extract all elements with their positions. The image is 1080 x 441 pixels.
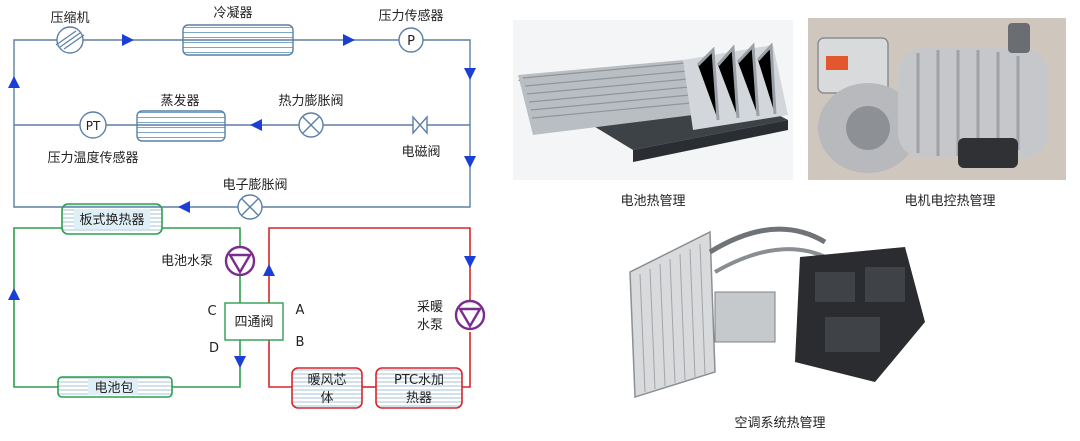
heating-pump-label-1: 采暖 xyxy=(417,300,443,315)
condenser-label: 冷凝器 xyxy=(213,5,252,21)
battery-pack-label: 电池包 xyxy=(94,381,133,396)
solenoid-valve-label: 电磁阀 xyxy=(401,145,440,160)
battery-thermal-photo xyxy=(513,20,793,180)
arrow-up-icon xyxy=(8,288,20,300)
port-d-label: D xyxy=(209,341,219,356)
solenoid-valve-icon xyxy=(412,115,428,135)
arrow-down-icon xyxy=(464,68,476,80)
heating-pump-icon xyxy=(454,299,486,331)
battery-plate-illustration xyxy=(518,42,788,162)
evaporator-label: 蒸发器 xyxy=(160,93,199,109)
ptc-heater-label-1: PTC水加 xyxy=(394,373,444,388)
four-way-valve-box xyxy=(224,302,284,341)
evaporator-box xyxy=(136,110,226,142)
battery-thermal-caption: 电池热管理 xyxy=(620,194,686,209)
port-c-label: C xyxy=(207,304,216,319)
arrow-left-icon xyxy=(178,201,190,213)
ptc-heater-box xyxy=(375,367,463,409)
heater-core-box xyxy=(291,367,363,409)
electronic-expansion-valve-icon xyxy=(237,194,263,220)
compressor-icon xyxy=(55,26,85,54)
ac-system-illustration xyxy=(629,226,925,399)
arrow-up-icon xyxy=(8,76,20,88)
pt-sensor-label: 压力温度传感器 xyxy=(47,150,138,166)
thermal-expansion-valve-label: 热力膨胀阀 xyxy=(278,94,343,109)
condenser-box xyxy=(182,24,294,56)
port-a-label: A xyxy=(296,303,305,318)
ac-thermal-caption: 空调系统热管理 xyxy=(734,416,826,431)
battery-pack-label-bg xyxy=(88,379,138,395)
heater-core-label-2: 体 xyxy=(320,391,333,406)
port-b-label: B xyxy=(296,335,305,350)
heater-core-label-1: 暖风芯 xyxy=(307,373,346,388)
battery-pump-label: 电池水泵 xyxy=(161,254,213,269)
arrow-up-icon xyxy=(263,264,275,276)
plate-heat-exchanger-label: 板式换热器 xyxy=(79,213,144,228)
pressure-sensor-symbol: P xyxy=(407,34,415,49)
arrow-right-icon xyxy=(343,34,355,46)
ptc-heater-label-2: 热器 xyxy=(406,391,432,406)
electronic-expansion-valve-label: 电子膨胀阀 xyxy=(222,178,287,193)
pt-sensor-icon xyxy=(79,111,107,139)
pressure-sensor-label: 压力传感器 xyxy=(378,8,443,24)
arrow-down-icon xyxy=(464,256,476,268)
flow-arrows xyxy=(8,34,476,368)
four-way-valve-label: 四通阀 xyxy=(234,315,273,330)
heating-pump-label-2: 水泵 xyxy=(417,318,443,333)
arrow-down-icon xyxy=(464,156,476,168)
thermal-expansion-valve-icon xyxy=(298,112,324,138)
motor-thermal-photo xyxy=(808,18,1066,180)
compressor-label: 压缩机 xyxy=(50,10,89,26)
schematic-svg: 压缩机 冷凝器 P 压力传感器 蒸发器 PT 压力温度传感器 热力膨胀阀 电磁阀… xyxy=(8,5,486,409)
motor-thermal-caption: 电机电控热管理 xyxy=(904,194,996,209)
arrow-down-icon xyxy=(234,356,246,368)
motor-illustration xyxy=(808,18,1066,180)
plate-heat-exchanger-label-bg xyxy=(74,209,150,229)
coolant-loop xyxy=(13,227,241,388)
thermal-schematic: 压缩机 冷凝器 P 压力传感器 蒸发器 PT 压力温度传感器 热力膨胀阀 电磁阀… xyxy=(0,0,495,437)
ac-thermal-photo xyxy=(625,212,935,402)
pressure-sensor-icon xyxy=(398,27,424,53)
arrow-left-icon xyxy=(250,119,262,131)
battery-pump-icon xyxy=(224,245,256,277)
pt-sensor-symbol: PT xyxy=(86,119,101,133)
arrow-right-icon xyxy=(122,34,134,46)
